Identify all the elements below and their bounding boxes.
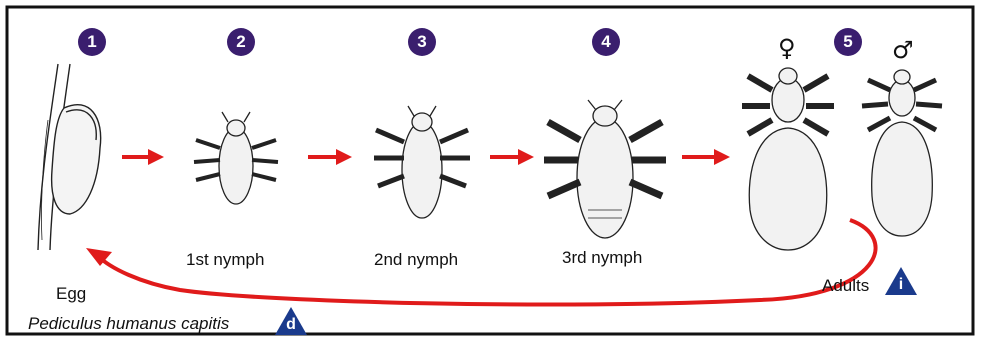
diagnostic-stage-marker: d — [274, 306, 308, 336]
stage-5-badge: 5 — [834, 28, 862, 56]
male-symbol: ♂ — [892, 38, 914, 62]
stage-4-badge: 4 — [592, 28, 620, 56]
infective-marker-letter: i — [884, 276, 918, 294]
first-nymph-label: 1st nymph — [186, 250, 264, 270]
stage-3-badge: 3 — [408, 28, 436, 56]
adults-label: Adults — [822, 276, 869, 296]
diagnostic-marker-letter: d — [274, 316, 308, 334]
species-name: Pediculus humanus capitis — [28, 314, 229, 334]
stage-1-badge: 1 — [78, 28, 106, 56]
egg-label: Egg — [56, 284, 86, 304]
second-nymph-label: 2nd nymph — [374, 250, 458, 270]
infective-stage-marker: i — [884, 266, 918, 296]
female-symbol: ♀ — [778, 36, 796, 60]
stage-2-badge: 2 — [227, 28, 255, 56]
third-nymph-label: 3rd nymph — [562, 248, 642, 268]
